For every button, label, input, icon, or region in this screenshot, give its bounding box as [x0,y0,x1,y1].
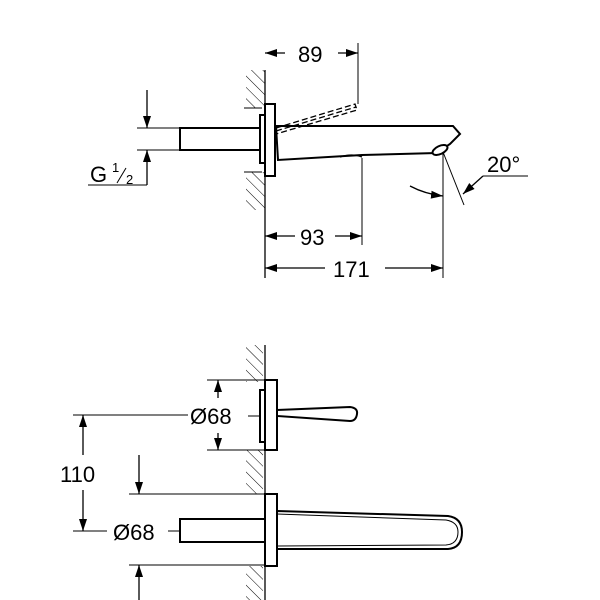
dim-93: 93 [300,225,324,250]
dim-spacing: 110 [60,462,95,487]
wall-hatch [246,70,265,108]
thread-denominator: 2 [126,172,133,187]
spout-flange [264,493,278,567]
inlet-pipe [179,127,263,151]
lever-handle [276,405,359,423]
spout-pipe [179,518,266,543]
lever-flange [264,379,278,451]
angle-20: 20° [487,152,520,177]
dim-lever-dia: Ø68 [190,404,232,429]
flange [264,103,276,177]
side-view: G 1 2 89 93 171 20° [88,42,528,282]
spout [274,125,462,162]
wall-hatch [246,172,265,210]
front-view: Ø68 110 Ø68 [60,345,464,600]
dim-171: 171 [333,257,370,282]
dim-89: 89 [298,42,322,67]
dim-spout-dia: Ø68 [113,520,155,545]
thread-label: G [90,162,107,187]
thread-numerator: 1 [112,160,119,175]
spout-top [276,509,464,550]
